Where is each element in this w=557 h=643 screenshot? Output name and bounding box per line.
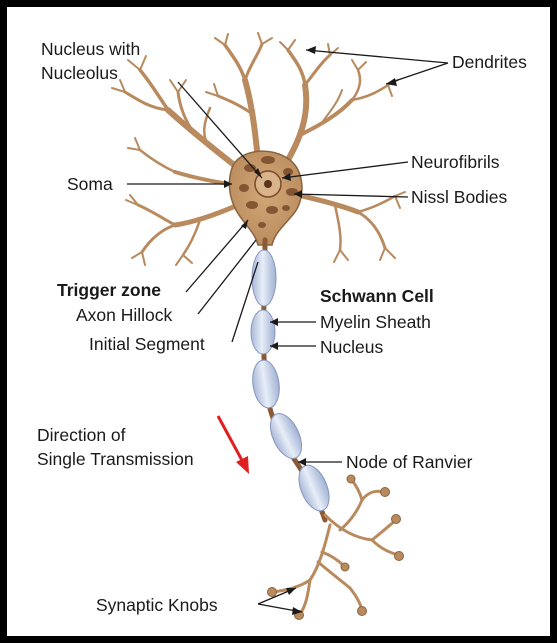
- label-direction-line2: Single Transmission: [37, 449, 194, 469]
- label-nucleus-line1: Nucleus with: [41, 39, 140, 59]
- label-trigger-zone: Trigger zone: [57, 280, 161, 300]
- label-nissl-bodies: Nissl Bodies: [411, 187, 508, 207]
- label-dendrites: Dendrites: [452, 52, 527, 72]
- label-schwann-cell: Schwann Cell: [320, 286, 434, 306]
- label-direction-line1: Direction of: [37, 425, 126, 445]
- direction-arrow: [218, 416, 249, 474]
- label-synaptic-knobs: Synaptic Knobs: [96, 595, 218, 615]
- label-node-of-ranvier: Node of Ranvier: [346, 452, 473, 472]
- nucleolus: [264, 180, 272, 188]
- label-initial-segment: Initial Segment: [89, 334, 205, 354]
- label-axon-hillock: Axon Hillock: [76, 305, 173, 325]
- label-nucleus-line2: Nucleolus: [41, 63, 118, 83]
- label-soma: Soma: [67, 174, 113, 194]
- label-neurofibrils: Neurofibrils: [411, 152, 500, 172]
- label-myelin-sheath: Myelin Sheath: [320, 312, 431, 332]
- soma-body: [229, 151, 302, 245]
- label-schwann-nucleus: Nucleus: [320, 337, 383, 357]
- axon-terminals: [274, 480, 398, 614]
